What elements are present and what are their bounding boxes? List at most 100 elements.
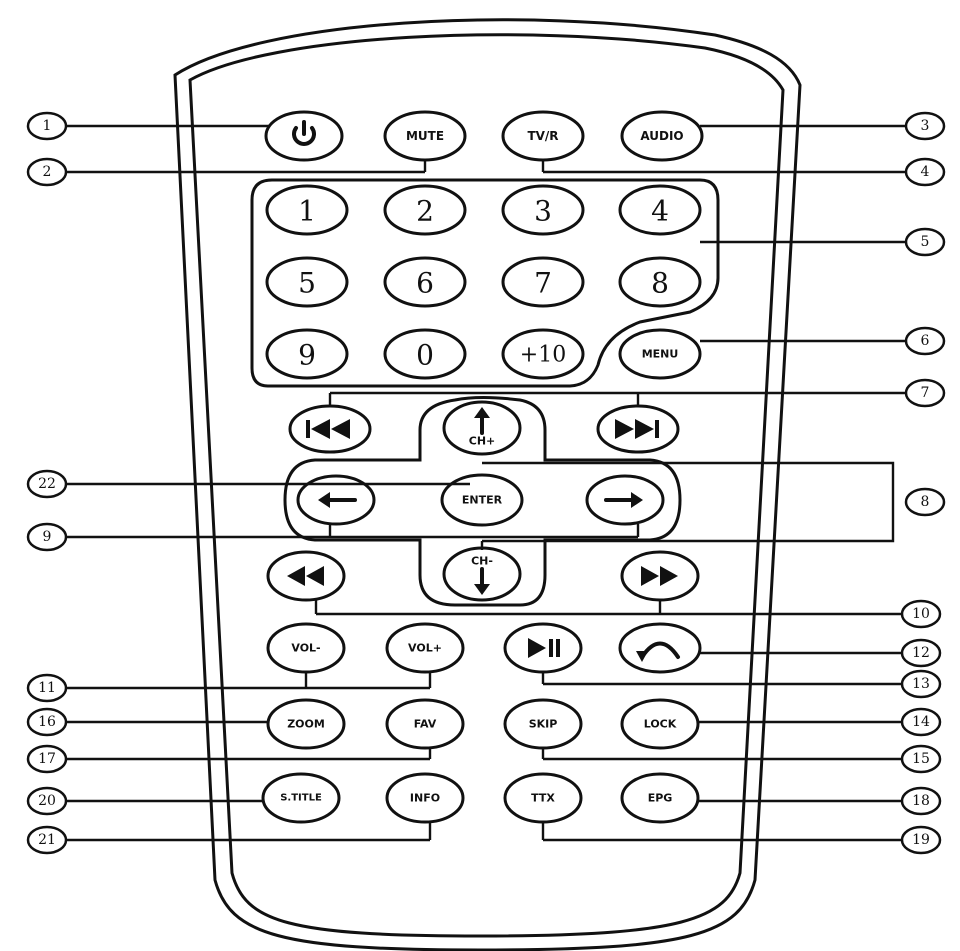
arrow-down-icon bbox=[474, 567, 490, 595]
previous-button[interactable] bbox=[288, 404, 372, 454]
callout-6: 6 bbox=[904, 326, 946, 356]
callout-13: 13 bbox=[900, 669, 942, 699]
leader-lines bbox=[63, 124, 910, 842]
fav-button[interactable]: FAV bbox=[385, 698, 465, 750]
callout-label: 22 bbox=[38, 476, 56, 492]
number-pad-panel bbox=[250, 178, 720, 388]
callout-2: 2 bbox=[26, 157, 68, 187]
digit-button[interactable]: 6 bbox=[383, 256, 467, 308]
mute-button[interactable]: MUTE bbox=[383, 110, 467, 162]
audio-label: AUDIO bbox=[640, 129, 683, 143]
callout-label: 15 bbox=[912, 751, 930, 767]
arrow-right-icon bbox=[604, 492, 643, 508]
leader-line bbox=[482, 461, 895, 543]
digit-button[interactable]: 1 bbox=[265, 184, 349, 236]
callout-label: 11 bbox=[38, 680, 56, 696]
callout-15: 15 bbox=[900, 744, 942, 774]
menu-button[interactable]: MENU bbox=[618, 328, 702, 380]
arrow-up-icon bbox=[474, 407, 490, 435]
callout-11: 11 bbox=[26, 673, 68, 703]
digit-button[interactable]: 2 bbox=[383, 184, 467, 236]
callout-5: 5 bbox=[904, 227, 946, 257]
callout-16: 16 bbox=[26, 707, 68, 737]
digit-label: +10 bbox=[520, 343, 566, 368]
volume-down-button[interactable]: VOL- bbox=[266, 622, 346, 674]
mute-label: MUTE bbox=[406, 129, 444, 143]
play-pause-button[interactable] bbox=[503, 622, 583, 674]
return-icon bbox=[636, 641, 680, 662]
digit-label: 7 bbox=[534, 267, 552, 300]
digit-label: 4 bbox=[651, 195, 669, 228]
right-button[interactable] bbox=[585, 474, 665, 526]
callout-label: 12 bbox=[912, 645, 930, 661]
callout-7: 7 bbox=[904, 378, 946, 408]
channel-down-button[interactable]: CH- bbox=[442, 546, 522, 602]
tv-r-label: TV/R bbox=[527, 129, 558, 143]
callout-label: 8 bbox=[921, 494, 930, 510]
skip-next-icon bbox=[615, 419, 659, 439]
digit-button[interactable]: 7 bbox=[501, 256, 585, 308]
callout-label: 16 bbox=[38, 714, 56, 730]
callout-label: 19 bbox=[912, 832, 930, 848]
digit-button[interactable]: 3 bbox=[501, 184, 585, 236]
digit-label: 1 bbox=[298, 195, 316, 228]
info-button[interactable]: INFO bbox=[385, 772, 465, 824]
next-button[interactable] bbox=[596, 404, 680, 454]
callout-3: 3 bbox=[904, 111, 946, 141]
fast-forward-icon bbox=[641, 566, 678, 586]
digit-button[interactable]: 9 bbox=[265, 328, 349, 380]
callout-label: 6 bbox=[921, 333, 930, 349]
rewind-button[interactable] bbox=[266, 550, 346, 602]
digit-button[interactable]: 4 bbox=[618, 184, 702, 236]
digit-button[interactable]: 8 bbox=[618, 256, 702, 308]
arrow-left-icon bbox=[318, 492, 357, 508]
callouts: 1 2 22 9 11 16 17 20 21 3 4 5 6 7 8 10 1… bbox=[26, 111, 946, 855]
digit-label: 8 bbox=[651, 267, 669, 300]
callout-label: 4 bbox=[921, 164, 930, 180]
enter-button[interactable]: ENTER bbox=[440, 473, 524, 527]
play-pause-icon bbox=[528, 638, 560, 658]
digit-label: 0 bbox=[416, 339, 434, 372]
digit-button[interactable]: 5 bbox=[265, 256, 349, 308]
power-button[interactable] bbox=[264, 110, 344, 162]
enter-label: ENTER bbox=[462, 494, 503, 507]
channel-up-button[interactable]: CH+ bbox=[442, 400, 522, 456]
remote-body bbox=[173, 18, 802, 951]
subtitle-button[interactable]: S.TITLE bbox=[261, 772, 341, 824]
ttx-button[interactable]: TTX bbox=[503, 772, 583, 824]
left-button[interactable] bbox=[296, 474, 376, 526]
callout-label: 21 bbox=[38, 832, 56, 848]
digit-button[interactable]: 0 bbox=[383, 328, 467, 380]
skip-label: SKIP bbox=[529, 718, 558, 731]
callout-label: 20 bbox=[38, 793, 56, 809]
callout-12: 12 bbox=[900, 638, 942, 668]
lock-button[interactable]: LOCK bbox=[620, 698, 700, 750]
dpad-panel bbox=[283, 396, 682, 607]
callout-21: 21 bbox=[26, 825, 68, 855]
audio-button[interactable]: AUDIO bbox=[620, 110, 704, 162]
lock-label: LOCK bbox=[644, 718, 677, 731]
rewind-icon bbox=[287, 566, 324, 586]
digit-label: 9 bbox=[298, 339, 316, 372]
epg-label: EPG bbox=[648, 792, 673, 805]
return-button[interactable] bbox=[618, 622, 702, 674]
callout-1: 1 bbox=[26, 111, 68, 141]
digit-button[interactable]: +10 bbox=[501, 328, 585, 380]
zoom-button[interactable]: ZOOM bbox=[266, 698, 346, 750]
skip-button[interactable]: SKIP bbox=[503, 698, 583, 750]
volume-up-button[interactable]: VOL+ bbox=[385, 622, 465, 674]
callout-label: 7 bbox=[921, 385, 930, 401]
tv-r-button[interactable]: TV/R bbox=[501, 110, 585, 162]
info-label: INFO bbox=[410, 792, 440, 805]
digit-label: 3 bbox=[534, 195, 552, 228]
callout-label: 9 bbox=[43, 529, 52, 545]
callout-19: 19 bbox=[900, 825, 942, 855]
callout-label: 5 bbox=[921, 234, 930, 250]
fast-forward-button[interactable] bbox=[620, 550, 700, 602]
vol-minus-label: VOL- bbox=[291, 642, 320, 655]
epg-button[interactable]: EPG bbox=[620, 772, 700, 824]
callout-label: 1 bbox=[43, 118, 52, 134]
power-icon bbox=[292, 120, 316, 146]
ttx-label: TTX bbox=[531, 792, 555, 805]
